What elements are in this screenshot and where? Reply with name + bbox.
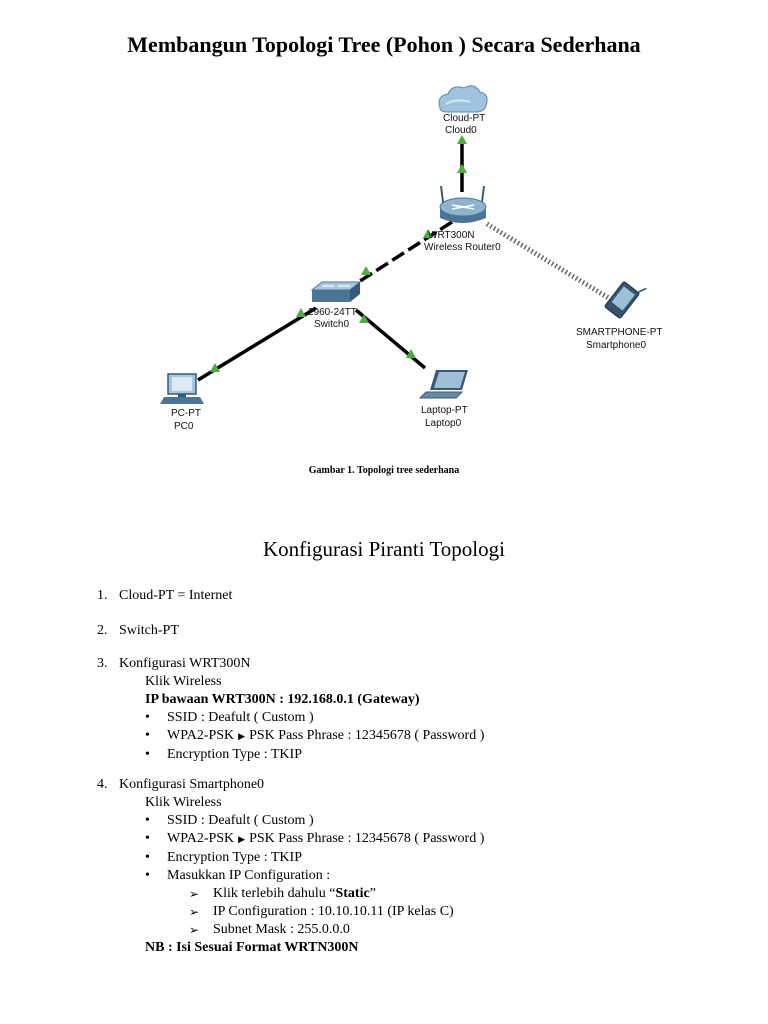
link-light-router-down xyxy=(423,229,433,238)
link-router-switch xyxy=(345,220,453,292)
step-number: 1. xyxy=(97,588,108,603)
step-subtitle: Klik Wireless xyxy=(145,795,222,810)
laptop-icon xyxy=(418,370,468,399)
list-item: IP Configuration : 10.10.10.11 (IP kelas… xyxy=(189,903,484,921)
page-title: Membangun Topologi Tree (Pohon ) Secara … xyxy=(127,32,641,57)
list-item: WPA2-PSK▶PSK Pass Phrase : 12345678 ( Pa… xyxy=(145,727,484,746)
step-subtitle: Klik Wireless xyxy=(145,674,222,689)
step-text: Cloud-PT = Internet xyxy=(119,588,233,603)
ip-config-list: Klik terlebih dahulu “Static” IP Configu… xyxy=(97,885,484,939)
step-text: Konfigurasi WRT300N xyxy=(119,656,251,671)
pc-type-label: PC-PT xyxy=(171,408,201,419)
figure-caption: Gambar 1. Topologi tree sederhana xyxy=(308,465,460,476)
link-switch-laptop xyxy=(354,308,427,370)
list-item: Subnet Mask : 255.0.0.0 xyxy=(189,921,484,939)
router-settings-list: SSID : Deafult ( Custom ) WPA2-PSK▶PSK P… xyxy=(97,709,484,764)
list-item: SSID : Deafult ( Custom ) xyxy=(145,709,484,727)
smartphone-settings-list: SSID : Deafult ( Custom ) WPA2-PSK▶PSK P… xyxy=(97,812,484,885)
switch-name-label: Switch0 xyxy=(314,319,349,330)
list-item: Klik terlebih dahulu “Static” xyxy=(189,885,484,903)
list-item: Masukkan IP Configuration : xyxy=(145,867,484,885)
link-light-switch-pc xyxy=(296,308,306,317)
cloud-icon xyxy=(438,85,488,113)
link-router-smartphone-wireless xyxy=(485,221,614,303)
router-ip-note: IP bawaan WRT300N : 192.168.0.1 (Gateway… xyxy=(145,692,420,707)
link-light-laptop xyxy=(406,349,416,358)
pc-name-label: PC0 xyxy=(174,421,194,432)
link-light-switch-up xyxy=(361,266,371,275)
list-item: Encryption Type : TKIP xyxy=(145,746,484,764)
smartphone-icon xyxy=(604,281,647,319)
step-number: 4. xyxy=(97,777,108,792)
step-number: 2. xyxy=(97,623,108,638)
link-light-pc xyxy=(210,363,220,372)
list-item: Encryption Type : TKIP xyxy=(145,849,484,867)
pc-icon xyxy=(160,373,204,404)
static-keyword: Static xyxy=(335,886,370,901)
switch-type-label: 2960-24TT xyxy=(308,307,357,318)
laptop-name-label: Laptop0 xyxy=(425,418,462,429)
step-text: Switch-PT xyxy=(119,623,179,638)
link-status-indicators xyxy=(210,135,467,372)
triangle-right-icon: ▶ xyxy=(238,835,246,845)
link-light-router-up xyxy=(457,164,467,173)
step-3: 3. Konfigurasi WRT300N Klik Wireless IP b… xyxy=(97,655,484,764)
topology-diagram: Cloud-PT Cloud0 WRT300N Wireless Router0… xyxy=(160,85,663,432)
list-item: WPA2-PSK▶PSK Pass Phrase : 12345678 ( Pa… xyxy=(145,830,484,849)
router-name-label: Wireless Router0 xyxy=(424,242,501,253)
step-number: 3. xyxy=(97,656,108,671)
step-2: 2. Switch-PT xyxy=(97,622,179,640)
triangle-right-icon: ▶ xyxy=(238,732,246,742)
list-item: SSID : Deafult ( Custom ) xyxy=(145,812,484,830)
section-title: Konfigurasi Piranti Topologi xyxy=(263,537,505,561)
switch-icon xyxy=(310,281,362,302)
link-light-switch-laptop xyxy=(359,314,369,323)
cloud-name-label: Cloud0 xyxy=(445,125,477,136)
step-text: Konfigurasi Smartphone0 xyxy=(119,777,265,792)
cloud-type-label: Cloud-PT xyxy=(443,113,485,124)
note-text: NB : Isi Sesuai Format WRTN300N xyxy=(145,940,359,955)
router-type-label: WRT300N xyxy=(428,230,475,241)
link-light-cloud xyxy=(457,135,467,144)
step-4: 4.Konfigurasi Smartphone0 Klik Wireless … xyxy=(97,776,484,957)
step-1: 1. Cloud-PT = Internet xyxy=(97,587,232,605)
laptop-type-label: Laptop-PT xyxy=(421,405,468,416)
smartphone-name-label: Smartphone0 xyxy=(586,340,646,351)
smartphone-type-label: SMARTPHONE-PT xyxy=(576,327,663,338)
router-icon xyxy=(439,185,487,223)
